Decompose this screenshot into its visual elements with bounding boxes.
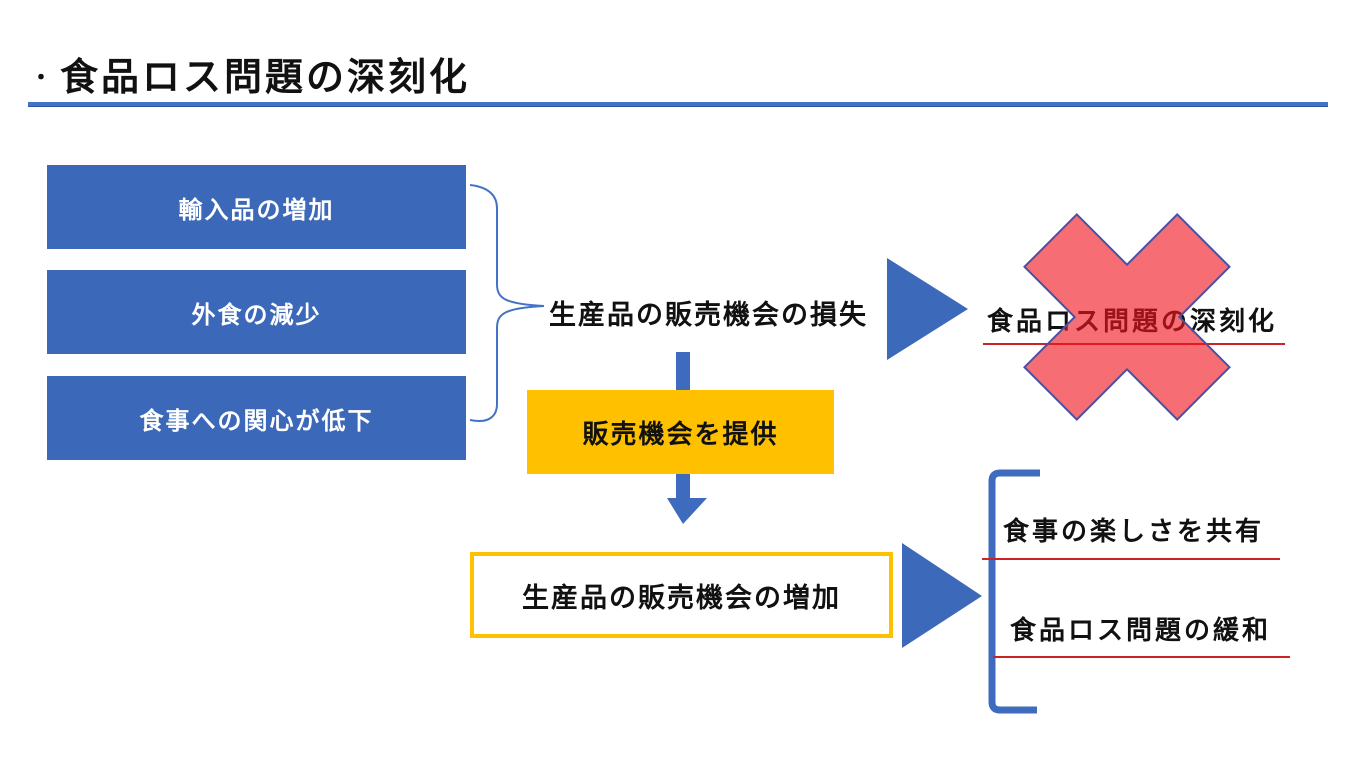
negative-outcome-label: 食品ロス問題の深刻化 — [987, 306, 1278, 336]
arrow-right-problem-icon — [887, 258, 968, 360]
slide-title: ・ 食品ロス問題の深刻化 — [30, 46, 470, 101]
outcome-underline-mitigate — [993, 656, 1290, 658]
cause-box-interest: 食事への関心が低下 — [47, 376, 466, 460]
cause-box-eating-out: 外食の減少 — [47, 270, 466, 354]
provide-opportunity-box: 販売機会を提供 — [527, 390, 834, 474]
page-title: 食品ロス問題の深刻化 — [60, 57, 471, 99]
cause-label: 食事への関心が低下 — [139, 407, 374, 435]
cause-label: 外食の減少 — [191, 301, 322, 329]
title-underline — [28, 102, 1328, 107]
cause-box-imports: 輸入品の増加 — [47, 165, 466, 249]
causes-brace-icon — [469, 184, 545, 422]
outcome-underline-share — [982, 558, 1280, 560]
provide-label: 販売機会を提供 — [582, 418, 779, 449]
outcome-label-share: 食事の楽しさを共有 — [1003, 516, 1265, 546]
outcome-label-mitigate: 食品ロス問題の緩和 — [1010, 615, 1272, 645]
arrow-right-outcomes-icon — [902, 543, 982, 648]
negative-outcome-underline — [983, 343, 1285, 345]
increase-opportunity-box: 生産品の販売機会の増加 — [470, 552, 893, 638]
outcomes-bracket-icon — [988, 469, 1040, 714]
increase-label: 生産品の販売機会の増加 — [522, 582, 841, 613]
loss-label: 生産品の販売機会の損失 — [549, 300, 868, 330]
title-bullet: ・ — [30, 64, 53, 90]
cause-label: 輸入品の増加 — [178, 196, 335, 224]
